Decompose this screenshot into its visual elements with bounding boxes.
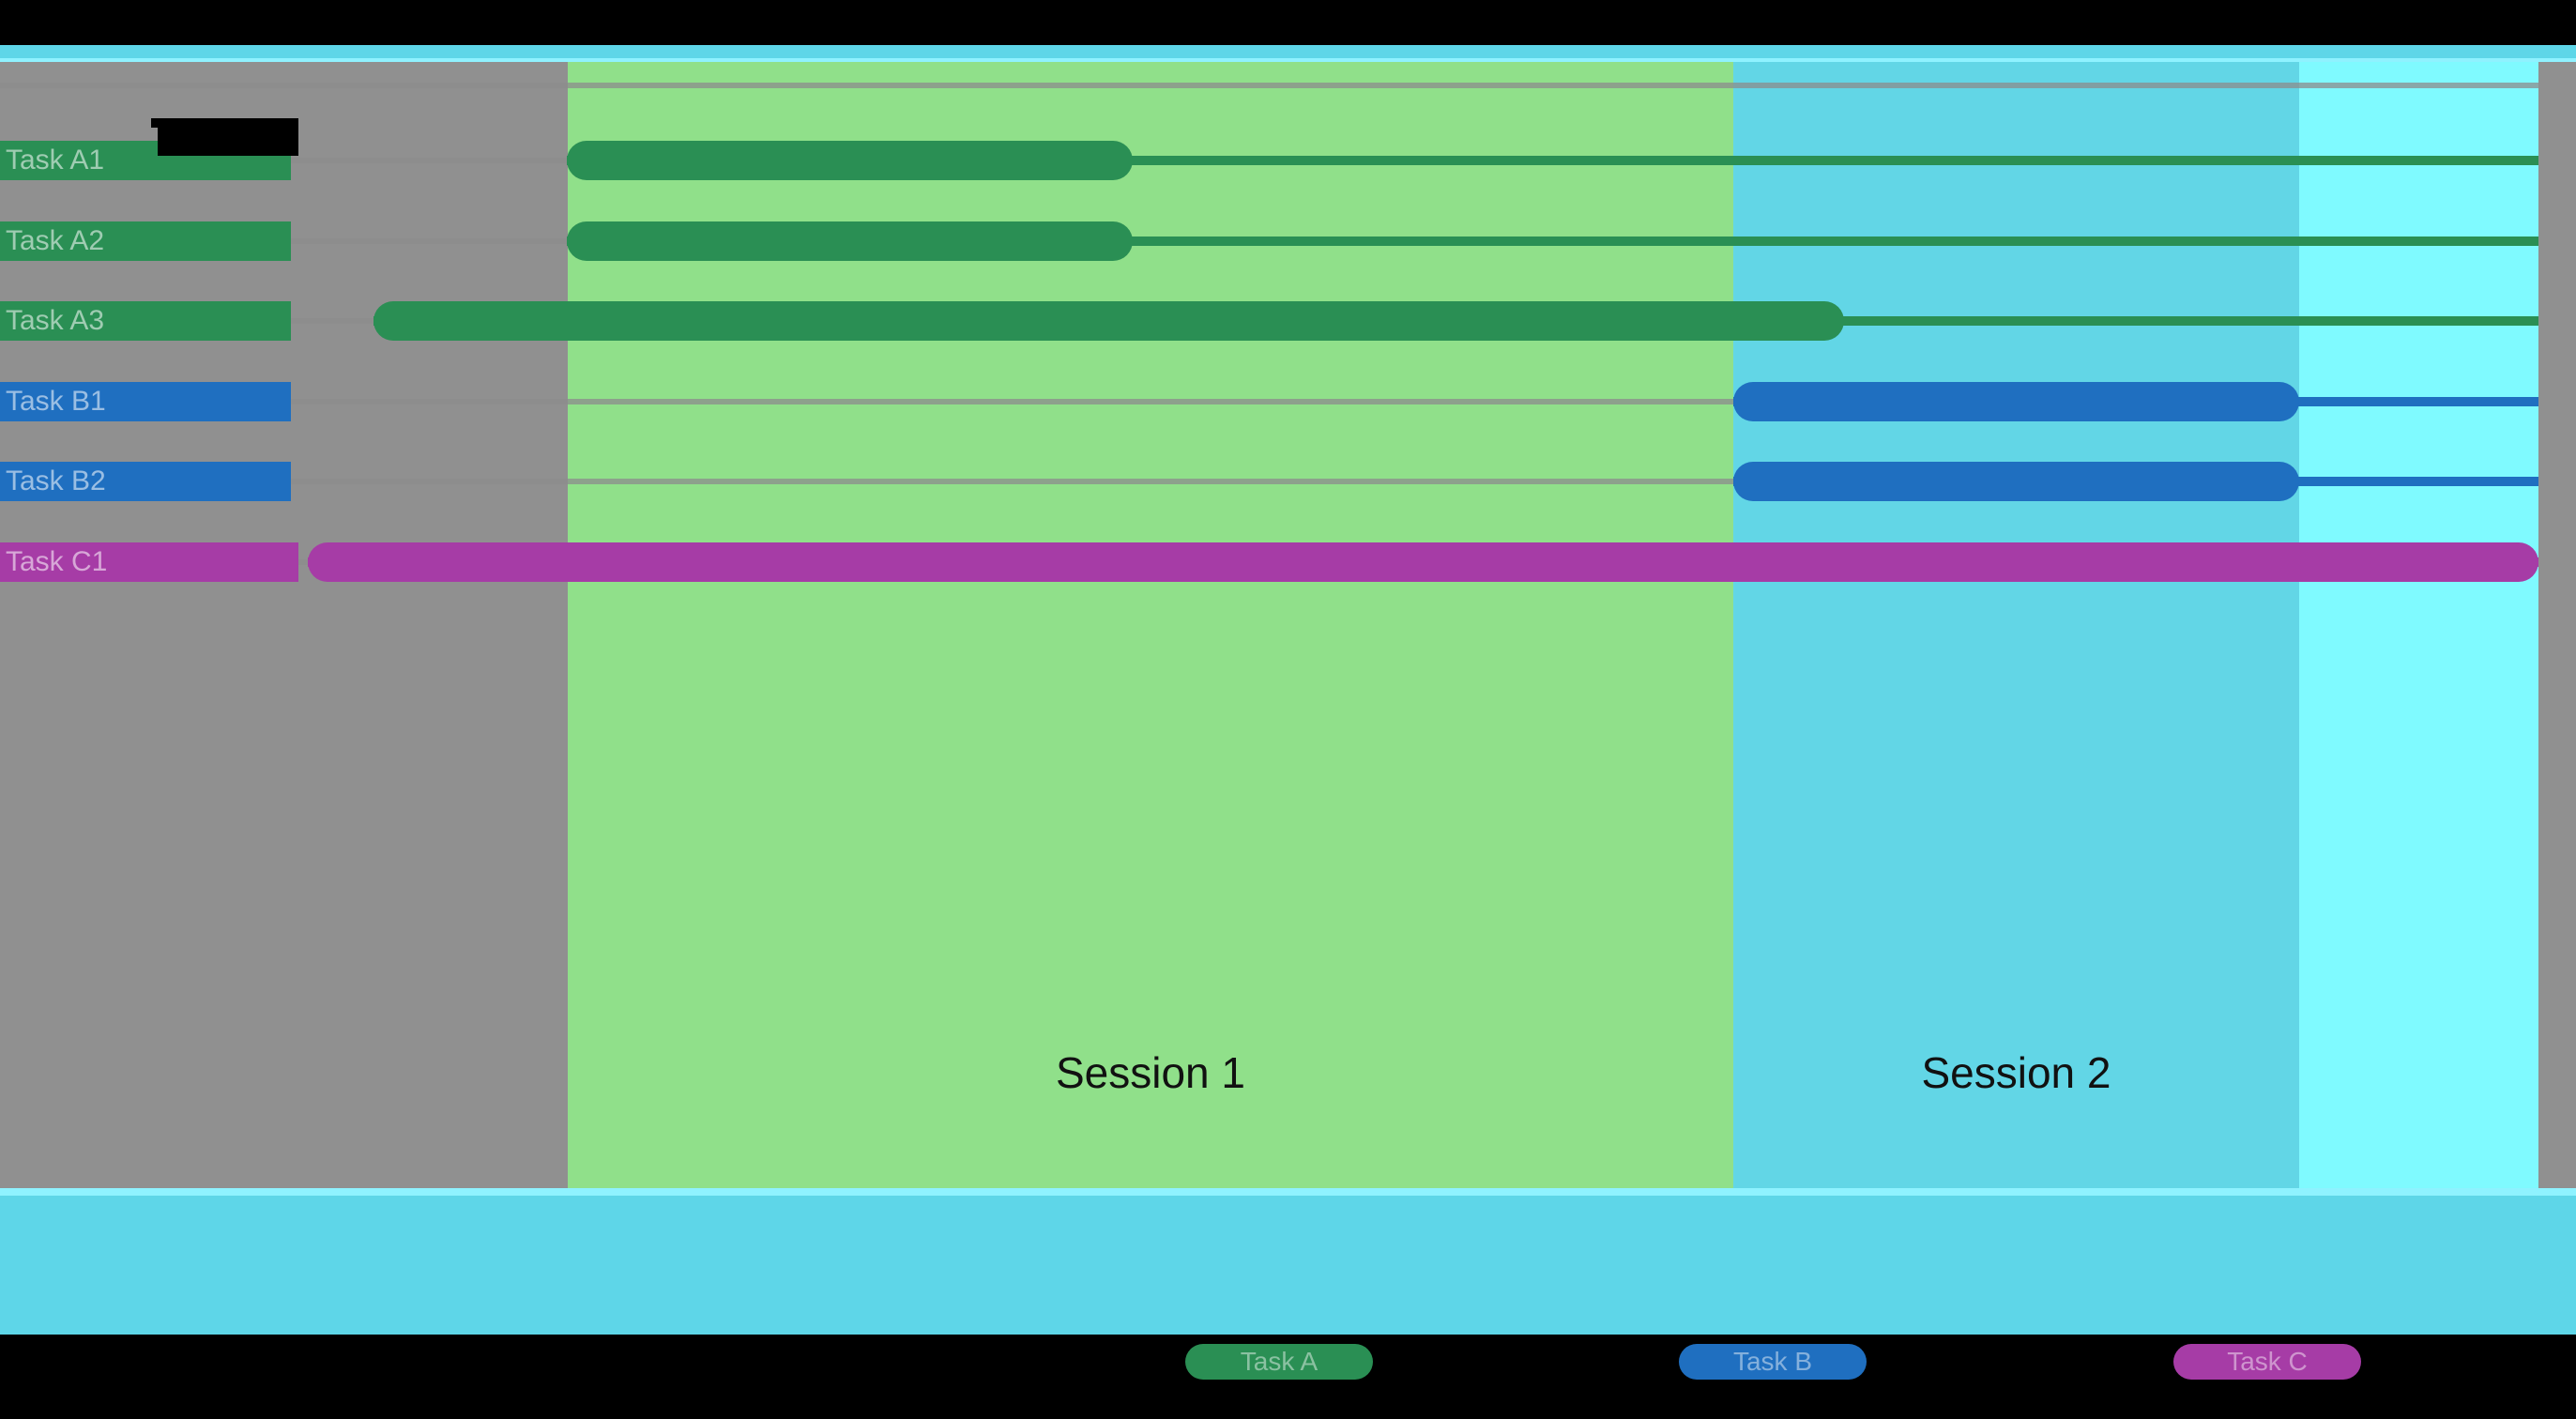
- session-band-2: Session 2: [1733, 62, 2299, 1188]
- legend-item[interactable]: Task B: [1679, 1342, 1867, 1381]
- bottom-accent-strip-light: [0, 1188, 2576, 1196]
- legend-label: Task B: [1732, 1347, 1813, 1376]
- plot-area: Session 1 Session 2: [0, 62, 2576, 1188]
- top-accent-strip-light: [0, 58, 2576, 62]
- legend-swatch: Task B: [1679, 1344, 1867, 1380]
- gantt-bar[interactable]: [373, 301, 1844, 341]
- legend-item[interactable]: Task A: [1185, 1342, 1373, 1381]
- gantt-bar[interactable]: [1733, 462, 2299, 501]
- page-title: [158, 118, 298, 156]
- session-label: Session 2: [1921, 1048, 2111, 1097]
- gridline: [0, 83, 2538, 88]
- bar-trailing-line: [567, 156, 2538, 165]
- y-tick-label: Task B2: [0, 462, 291, 501]
- top-accent-strip: [0, 45, 2576, 58]
- y-tick-label: Task B1: [0, 381, 291, 421]
- y-tick-label: Task A3: [0, 301, 291, 341]
- legend-swatch: Task A: [1185, 1344, 1373, 1380]
- legend-swatch: Task C: [2173, 1344, 2361, 1380]
- legend-label: Task C: [2227, 1347, 2308, 1376]
- gridline: [0, 479, 2538, 484]
- legend-label: Task A: [1240, 1347, 1318, 1376]
- y-tick-label: Task C1: [0, 542, 298, 582]
- gridline: [0, 398, 2538, 404]
- session-band-3: [2299, 62, 2538, 1188]
- gantt-bar[interactable]: [308, 542, 2538, 582]
- legend: Task A Task B Task C: [0, 1335, 2576, 1419]
- y-tick-label: Task A2: [0, 221, 291, 261]
- session-label: Session 1: [1055, 1048, 1245, 1097]
- title-marker: [151, 118, 162, 128]
- gantt-bar[interactable]: [1733, 381, 2299, 421]
- legend-item[interactable]: Task C: [2173, 1342, 2361, 1381]
- bottom-accent-band: [0, 1196, 2576, 1335]
- gantt-bar[interactable]: [567, 221, 1133, 261]
- bar-trailing-line: [567, 236, 2538, 246]
- gantt-bar[interactable]: [567, 141, 1133, 180]
